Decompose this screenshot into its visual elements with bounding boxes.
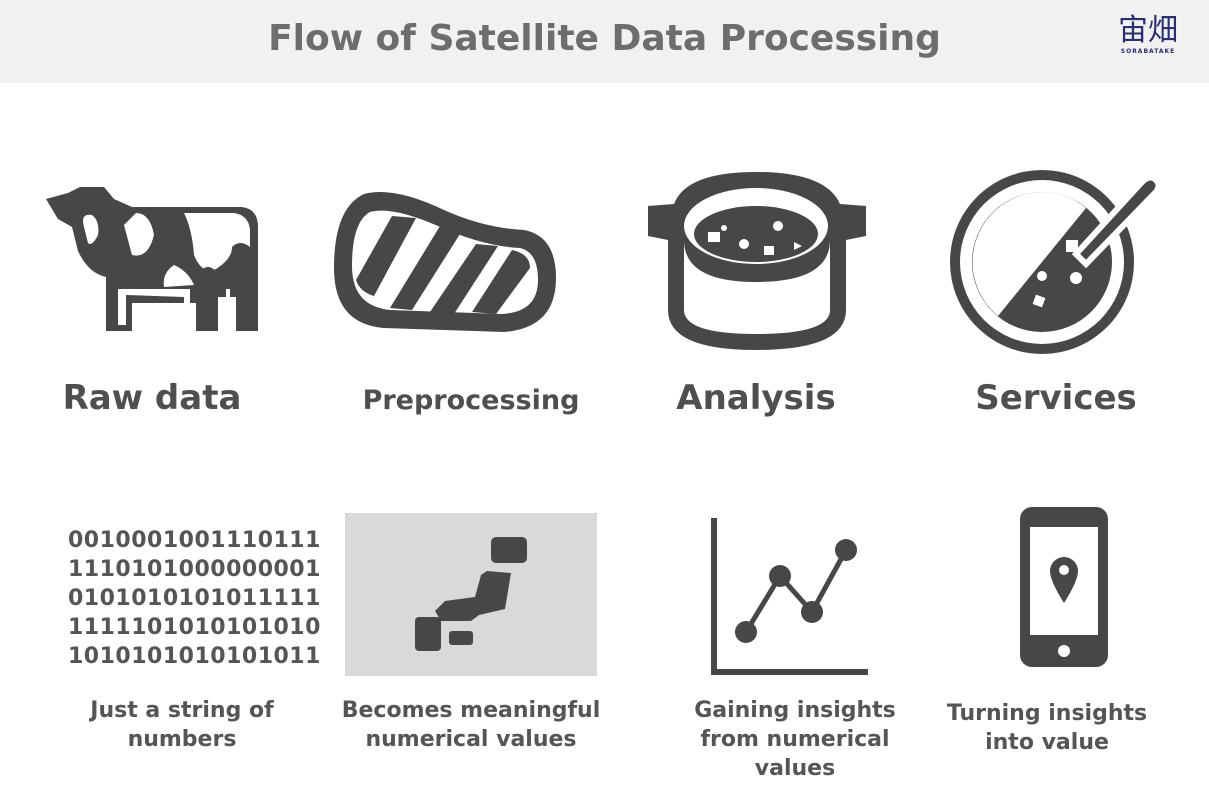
line-chart-icon xyxy=(711,518,868,675)
caption-line: numerical values xyxy=(365,727,577,752)
cow-icon xyxy=(46,187,258,331)
binary-line: 0010001001110111 xyxy=(68,528,321,553)
caption-preprocessing: Becomes meaningful numerical values xyxy=(321,696,621,754)
stage-label-analysis: Analysis xyxy=(676,378,836,418)
curry-plate-icon xyxy=(950,170,1162,354)
caption-analysis: Gaining insights from numerical values xyxy=(665,696,925,783)
binary-line: 1010101010101011 xyxy=(68,644,321,669)
binary-line: 1110101000000001 xyxy=(68,557,321,582)
caption-line: Just a string of xyxy=(90,698,274,723)
stage-label-preprocessing: Preprocessing xyxy=(362,385,580,416)
binary-line: 0101010101011111 xyxy=(68,586,321,611)
caption-services: Turning insights into value xyxy=(917,699,1177,757)
japan-map-icon xyxy=(415,537,527,651)
caption-line: from numerical xyxy=(700,727,890,752)
stage-label-raw-data: Raw data xyxy=(62,378,242,418)
caption-line: Becomes meaningful xyxy=(341,698,601,723)
smartphone-map-pin-icon xyxy=(1020,507,1108,667)
caption-line: Turning insights xyxy=(946,701,1148,726)
caption-line: Gaining insights xyxy=(694,698,896,723)
binary-line: 1111101010101010 xyxy=(68,615,321,640)
logo-sub-text: SORABATAKE xyxy=(1120,48,1176,55)
header: Flow of Satellite Data Processing 宙畑 SOR… xyxy=(0,0,1209,83)
steak-icon xyxy=(334,192,556,332)
caption-line: values xyxy=(754,756,836,781)
stage-label-services: Services xyxy=(975,378,1137,418)
caption-raw-data: Just a string of numbers xyxy=(52,696,312,754)
japan-map xyxy=(345,513,597,676)
binary-string: 0010001001110111 1110101000000001 010101… xyxy=(68,526,321,671)
page-title: Flow of Satellite Data Processing xyxy=(268,18,941,59)
pot-icon xyxy=(648,172,866,350)
caption-line: numbers xyxy=(127,727,237,752)
logo-main-text: 宙畑 xyxy=(1118,13,1178,48)
sorabatake-logo: 宙畑 SORABATAKE xyxy=(1108,14,1188,69)
caption-line: into value xyxy=(985,730,1109,755)
